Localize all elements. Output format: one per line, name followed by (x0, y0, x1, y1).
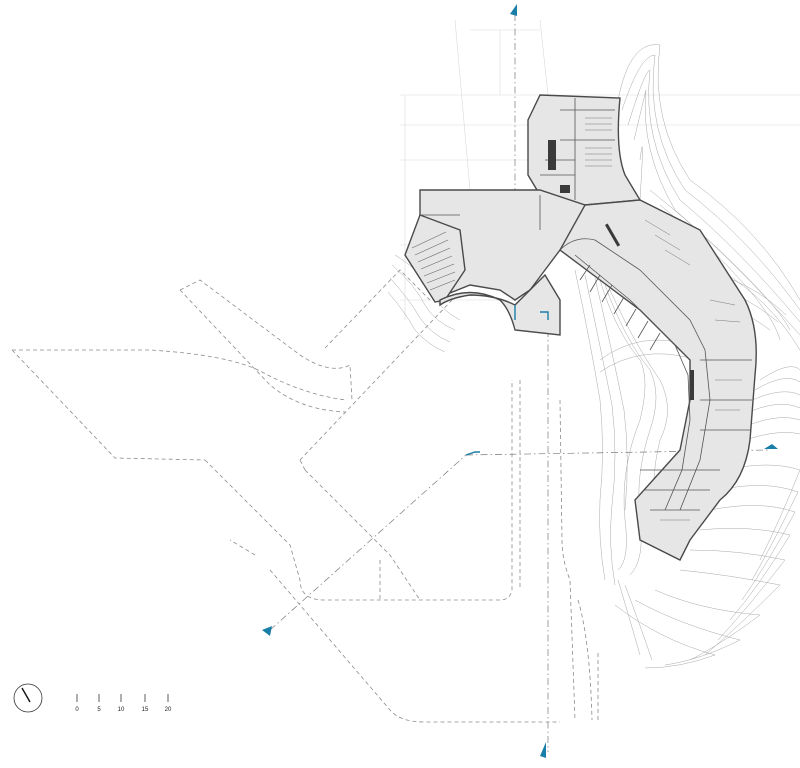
scale-label-20: 20 (165, 707, 172, 713)
north-wing (527, 94, 642, 206)
scale-bar-labels: 0 5 10 15 20 (75, 707, 172, 713)
scale-label-5: 5 (97, 707, 101, 713)
accent-connectors (465, 305, 549, 456)
section-marker-top (510, 4, 517, 16)
section-marker-right (764, 444, 778, 449)
structural-cores (548, 140, 694, 400)
desk-rows (585, 117, 742, 521)
scale-label-10: 10 (118, 707, 125, 713)
north-arrow-icon (13, 683, 43, 713)
lobby-lobe (439, 273, 561, 336)
site-outlines (11, 269, 599, 723)
scale-label-0: 0 (75, 707, 79, 713)
auditorium-seating (411, 231, 456, 291)
section-marker-left (262, 626, 272, 636)
construction-grid (400, 19, 800, 320)
scale-label-15: 15 (142, 707, 149, 713)
section-marker-bottom (540, 742, 546, 758)
scale-bar (76, 694, 169, 702)
